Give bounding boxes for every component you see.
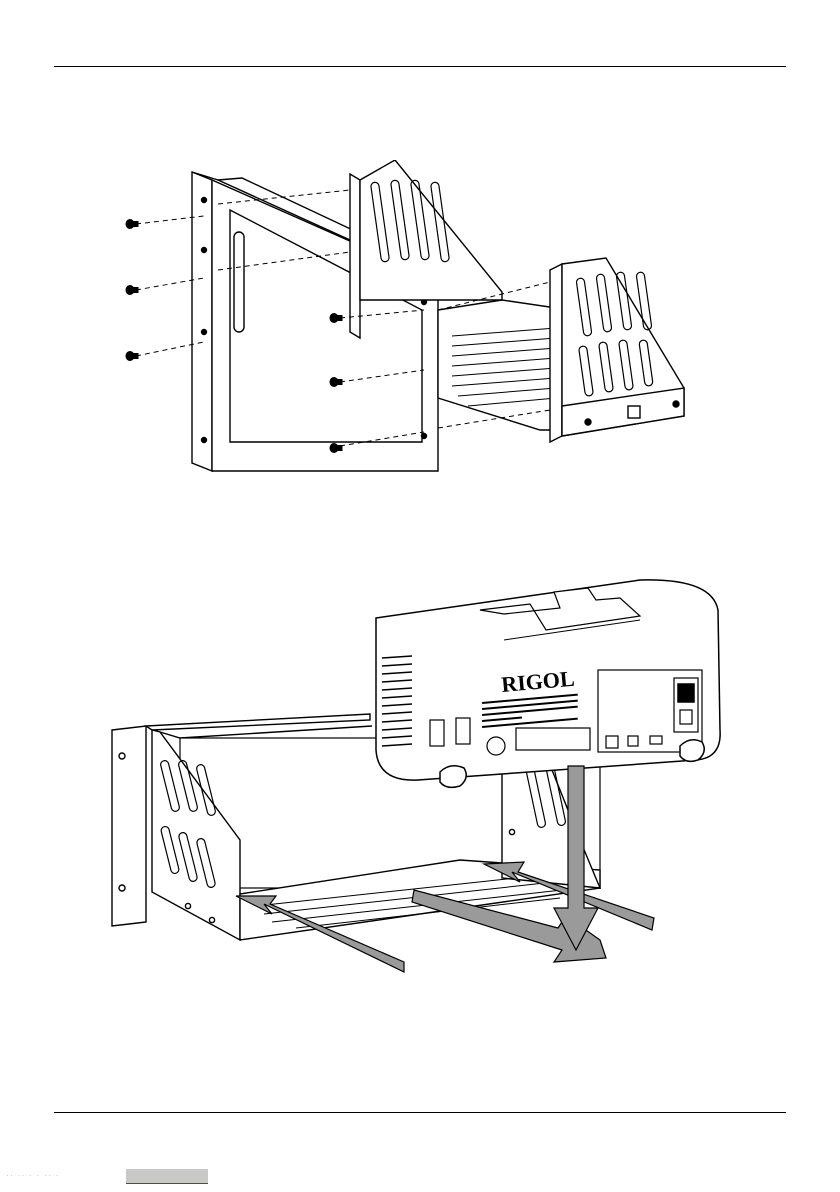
rack-mount-exploded-figure <box>100 160 740 480</box>
header-rule <box>54 66 786 67</box>
instrument-placement-figure: RIGOL <box>100 570 740 980</box>
rack-front-panel <box>192 172 212 471</box>
footer-faint-text: ·· ·· · · ·· · <box>6 1170 59 1180</box>
footer-rule <box>54 1112 786 1113</box>
footer-link[interactable] <box>126 1169 208 1184</box>
